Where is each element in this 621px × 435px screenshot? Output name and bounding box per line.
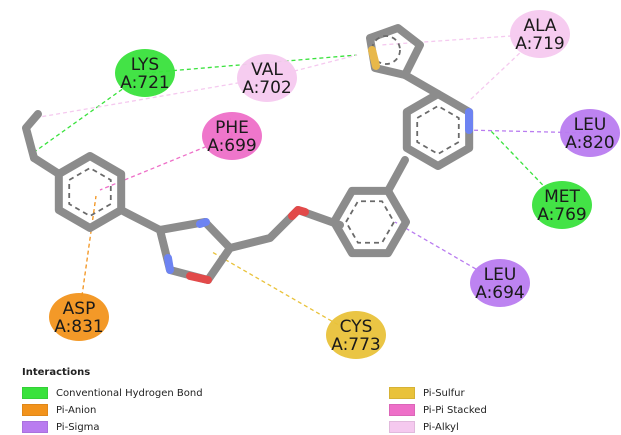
residue-chain-number: A:699 <box>207 136 257 156</box>
legend-item-pi-sigma: Pi-Sigma <box>22 421 100 433</box>
legend-label: Conventional Hydrogen Bond <box>56 387 203 399</box>
residue-chain-number: A:820 <box>565 133 615 153</box>
ring-pyridine <box>402 90 474 170</box>
oxadiazole-n-lower <box>164 254 174 274</box>
interaction-diagram: LYSA:721VALA:702PHEA:699ALAA:719LEUA:820… <box>22 10 620 359</box>
bond-ch2-o-linker <box>226 206 344 252</box>
residue-chain-number: A:769 <box>537 205 587 225</box>
legend-item-conventional-hydrogen-bond: Conventional Hydrogen Bond <box>22 387 203 399</box>
residue-bubble <box>237 54 297 102</box>
residue-name: CYS <box>340 317 373 337</box>
bond-pyridine-thiophene <box>401 71 442 98</box>
residue-name: VAL <box>251 60 283 80</box>
legend-item-pi-sulfur: Pi-Sulfur <box>389 387 465 399</box>
residue-chain-number: A:773 <box>331 335 381 355</box>
legend-title: Interactions <box>22 367 91 378</box>
residue-name: LYS <box>131 55 159 75</box>
bond-phenyl-oxadiazole <box>117 206 164 234</box>
legend-label: Pi-Pi Stacked <box>423 404 487 416</box>
bond-c-o-methoxy <box>30 154 63 178</box>
residue-name: LEU <box>484 265 517 285</box>
ring-thiophene <box>366 24 424 79</box>
residue-bubble <box>115 49 175 97</box>
residue-bubble <box>326 311 386 359</box>
residue-nodes: LYSA:721VALA:702PHEA:699ALAA:719LEUA:820… <box>49 10 620 359</box>
legend-swatch-pi-sigma <box>22 421 48 433</box>
residue-chain-number: A:721 <box>120 73 170 93</box>
linker-oxygen <box>288 206 309 220</box>
residue-name: ASP <box>63 299 96 319</box>
aromatic-circle-pyridine <box>416 104 460 156</box>
legend-swatch-conventional-hydrogen-bond <box>22 387 48 399</box>
aromatic-circle-methoxyphenyl <box>68 166 112 218</box>
residue-bubble <box>470 259 530 307</box>
aromatic-circle-thiophene <box>371 35 401 65</box>
oxadiazole-n-upper <box>196 218 210 228</box>
residue-bubble <box>560 109 620 157</box>
interaction-line-ala719 <box>379 33 541 46</box>
legend-label: Pi-Sulfur <box>423 387 465 399</box>
residue-bubble <box>510 10 570 58</box>
interaction-line-val702 <box>33 77 268 119</box>
oxadiazole-o <box>186 272 212 284</box>
residue-bubble <box>532 181 592 229</box>
residue-chain-number: A:831 <box>54 317 104 337</box>
aromatic-circle-central-phenyl <box>344 200 396 244</box>
legend-label: Pi-Anion <box>56 404 97 416</box>
residue-chain-number: A:702 <box>242 78 292 98</box>
residue-bubble <box>49 293 109 341</box>
residue-name: LEU <box>574 115 607 135</box>
residue-name: PHE <box>215 118 249 138</box>
legend-label: Pi-Alkyl <box>423 421 459 433</box>
bond-o-methyl <box>22 110 42 162</box>
legend-swatch-pi-alkyl <box>389 421 415 433</box>
residue-name: MET <box>544 187 580 207</box>
legend-item-pi-alkyl: Pi-Alkyl <box>389 421 459 433</box>
residue-chain-number: A:694 <box>475 283 525 303</box>
residue-bubble <box>202 112 262 160</box>
ligand-molecule <box>22 24 474 284</box>
residue-name: ALA <box>523 16 556 36</box>
legend-swatch-pi-anion <box>22 404 48 416</box>
interaction-line-leu694 <box>394 221 501 284</box>
legend-item-pi-anion: Pi-Anion <box>22 404 96 416</box>
legend-label: Pi-Sigma <box>56 421 100 433</box>
ring-methoxyphenyl <box>54 152 126 232</box>
interaction-line-asp831 <box>78 195 97 318</box>
interactions-legend: Interactions Conventional Hydrogen Bond … <box>0 360 621 435</box>
residue-chain-number: A:719 <box>515 34 565 54</box>
legend-swatch-pi-sulfur <box>389 387 415 399</box>
thiophene-sulfur <box>368 46 380 70</box>
legend-swatch-pi-pi-stacked <box>389 404 415 416</box>
legend-item-pi-pi-stacked: Pi-Pi Stacked <box>389 404 487 416</box>
bond-phenyl-pyridine <box>384 156 409 195</box>
